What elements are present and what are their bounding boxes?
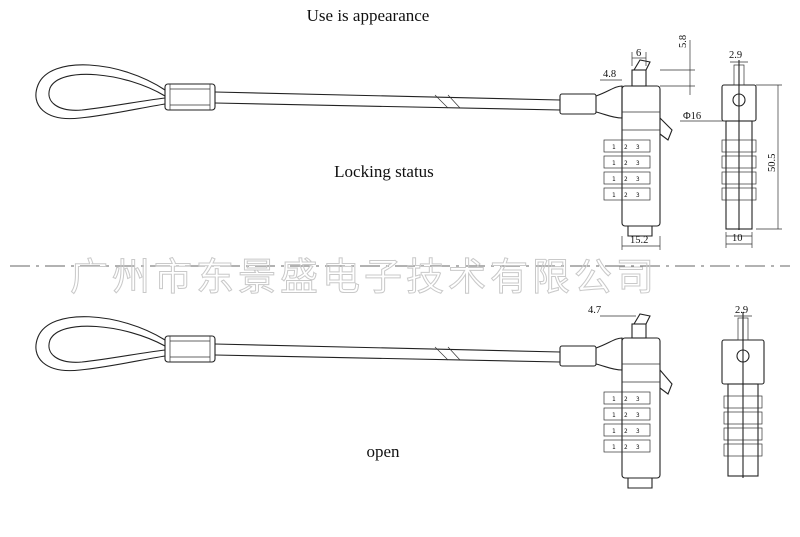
- bottom-title: open: [366, 442, 400, 461]
- dim-2-9: 2.9: [729, 50, 742, 61]
- lock-body-open: 1 2 3 1 2 3 1 2 3 1 2 3: [603, 313, 673, 489]
- wheel-digit: 1: [612, 412, 616, 419]
- cable-open: [214, 343, 561, 363]
- wheel-digit: 2: [624, 428, 628, 435]
- wheel-digit: 1: [612, 160, 616, 167]
- wheel-digit: 2: [624, 396, 628, 403]
- cable-lock-open: 1 2 3 1 2 3 1 2 3 1 2 3 4.7: [35, 305, 765, 489]
- dimensions-side: 6 5.8 4.8 15.2: [600, 35, 695, 250]
- dim-6: 6: [636, 48, 641, 59]
- wheel-digit: 2: [624, 160, 628, 167]
- wheel-digit: 3: [636, 412, 640, 419]
- wheel-digit: 2: [624, 444, 628, 451]
- watermark: 广州市东景盛电子技术有限公司: [70, 255, 658, 299]
- wheel-digit: 3: [636, 192, 640, 199]
- dim-15-2: 15.2: [630, 235, 648, 246]
- wheel-digit: 1: [612, 192, 616, 199]
- cable-boot: [559, 85, 623, 119]
- crimp-sleeve-open: [164, 335, 216, 363]
- wheel-digit: 2: [624, 192, 628, 199]
- wheel-digit: 3: [636, 444, 640, 451]
- crimp-sleeve: [164, 83, 216, 111]
- wheel-digit: 2: [624, 144, 628, 151]
- dim-phi16: Φ16: [683, 111, 701, 122]
- dim-10: 10: [732, 233, 743, 244]
- combination-wheels: 1 2 3 1 2 3 1 2 3 1 2 3: [603, 139, 651, 201]
- wheel-digit: 1: [612, 396, 616, 403]
- dimensions-side-open: 4.7: [588, 305, 636, 317]
- cable: [214, 91, 561, 111]
- cable-boot-open: [559, 337, 623, 371]
- dim-2-9-open: 2.9: [735, 305, 748, 316]
- wheel-digit: 3: [636, 428, 640, 435]
- wheel-digit: 2: [624, 176, 628, 183]
- wheel-digit: 2: [624, 412, 628, 419]
- cable-lock-locked: 1 2 3 1 2 3 1 2 3 1 2 3 6 5.: [35, 35, 782, 250]
- wheel-digit: 3: [636, 396, 640, 403]
- wheel-digit: 1: [612, 444, 616, 451]
- middle-title: Locking status: [334, 162, 434, 181]
- dim-50-5: 50.5: [767, 154, 778, 172]
- lock-front-view-open: 2.9: [721, 305, 765, 478]
- wheel-digit: 3: [636, 160, 640, 167]
- wheel-digit: 1: [612, 428, 616, 435]
- top-title: Use is appearance: [307, 6, 430, 25]
- lock-body: 1 2 3 1 2 3 1 2 3 1 2 3: [603, 59, 673, 237]
- lock-front-view: 2.9 Φ16 50.5 10: [680, 50, 782, 248]
- dim-5-8: 5.8: [678, 35, 689, 48]
- cable-loop: [35, 64, 166, 120]
- combination-wheels-open: 1 2 3 1 2 3 1 2 3 1 2 3: [603, 391, 651, 453]
- cable-loop-open: [35, 316, 166, 372]
- wheel-digit: 3: [636, 144, 640, 151]
- wheel-digit: 3: [636, 176, 640, 183]
- dim-4-8: 4.8: [603, 69, 616, 80]
- wheel-digit: 1: [612, 176, 616, 183]
- dim-4-7: 4.7: [588, 305, 601, 316]
- wheel-digit: 1: [612, 144, 616, 151]
